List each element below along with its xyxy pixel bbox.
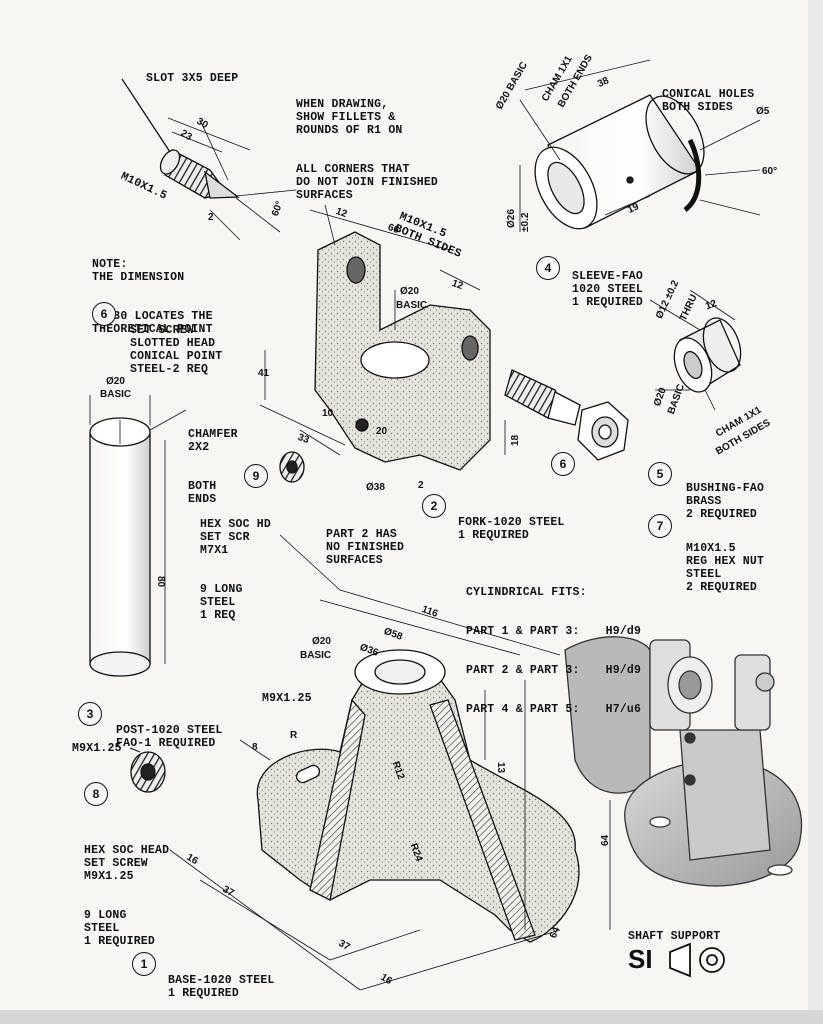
dim-base-13: 13 [495,762,506,774]
dim-fork-41: 41 [258,368,270,379]
post-part3 [89,395,187,677]
part-balloon-8: 8 [84,782,108,806]
si-mark: SI [628,944,653,974]
dim-fork-20: 20 [376,426,388,437]
page-bottom-edge [0,1010,823,1024]
dim-sleeve-tol: ±0.2 [520,212,531,232]
dim-base-r: R [290,730,298,741]
engineering-drawing [89,59,803,991]
fork-part2 [259,204,506,471]
dim-sleeve-d26: Ø26 [506,209,517,228]
dim-fork-d38: Ø38 [366,482,385,493]
sleeve-part4 [519,59,761,232]
dim-base-64a: 64 [600,834,611,846]
dim-sleeve-60: 60° [762,166,778,177]
shaft-support-caption: SHAFT SUPPORT [628,930,721,943]
cylindrical-fits-table: CYLINDRICAL FITS: PART 1 & PART 3:H9/d9 … [466,586,642,716]
projection-symbol [669,942,725,978]
dim-fork-18: 18 [510,434,521,446]
dim-base-8: 8 [252,742,258,753]
dim-fork-basic: BASIC [396,300,428,311]
dim-base-m9: M9X1.25 [262,692,312,705]
page-edge [808,0,823,1024]
socket-screw-part9 [279,451,305,483]
part-balloon-2: 2 [422,494,446,518]
part-balloon-4: 4 [536,256,560,280]
dim-screw-2: 2 [208,212,214,223]
dim-screw8-thread: M9X1.25 [72,742,122,755]
base-part1 [169,534,611,991]
dim-sleeve-d5: Ø5 [756,106,770,117]
bushing-part5 [649,289,742,411]
part-balloon-6b: 6 [551,452,575,476]
drawing-sheet: SLOT 3X5 DEEP WHEN DRAWING,SHOW FILLETS … [0,0,808,1010]
dim-base-basic: BASIC [300,650,332,661]
part-balloon-3: 3 [78,702,102,726]
dim-base-d20: Ø20 [312,636,331,647]
part-balloon-9: 9 [244,464,268,488]
drawing-note: WHEN DRAWING,SHOW FILLETS &ROUNDS OF R1 … [296,98,439,202]
dim-fork-d20: Ø20 [400,286,419,297]
socket-screw-part8 [129,747,166,793]
part-balloon-1: 1 [132,952,156,976]
fits-title: CYLINDRICAL FITS: [466,586,587,599]
set-screw-part6 [121,78,297,241]
slot-note: SLOT 3X5 DEEP [146,72,239,85]
dim-post-basic: BASIC [100,389,132,400]
dim-fork-10: 10 [322,408,334,419]
part-balloon-5: 5 [648,462,672,486]
dim-post-80: 80 [155,576,166,588]
fork-screw-and-nut [504,369,629,461]
assembly-photo [564,636,803,887]
dim-post-d20: Ø20 [106,376,125,387]
part-balloon-6: 6 [92,302,116,326]
part-balloon-7: 7 [648,514,672,538]
dim-fork-2: 2 [418,480,424,491]
